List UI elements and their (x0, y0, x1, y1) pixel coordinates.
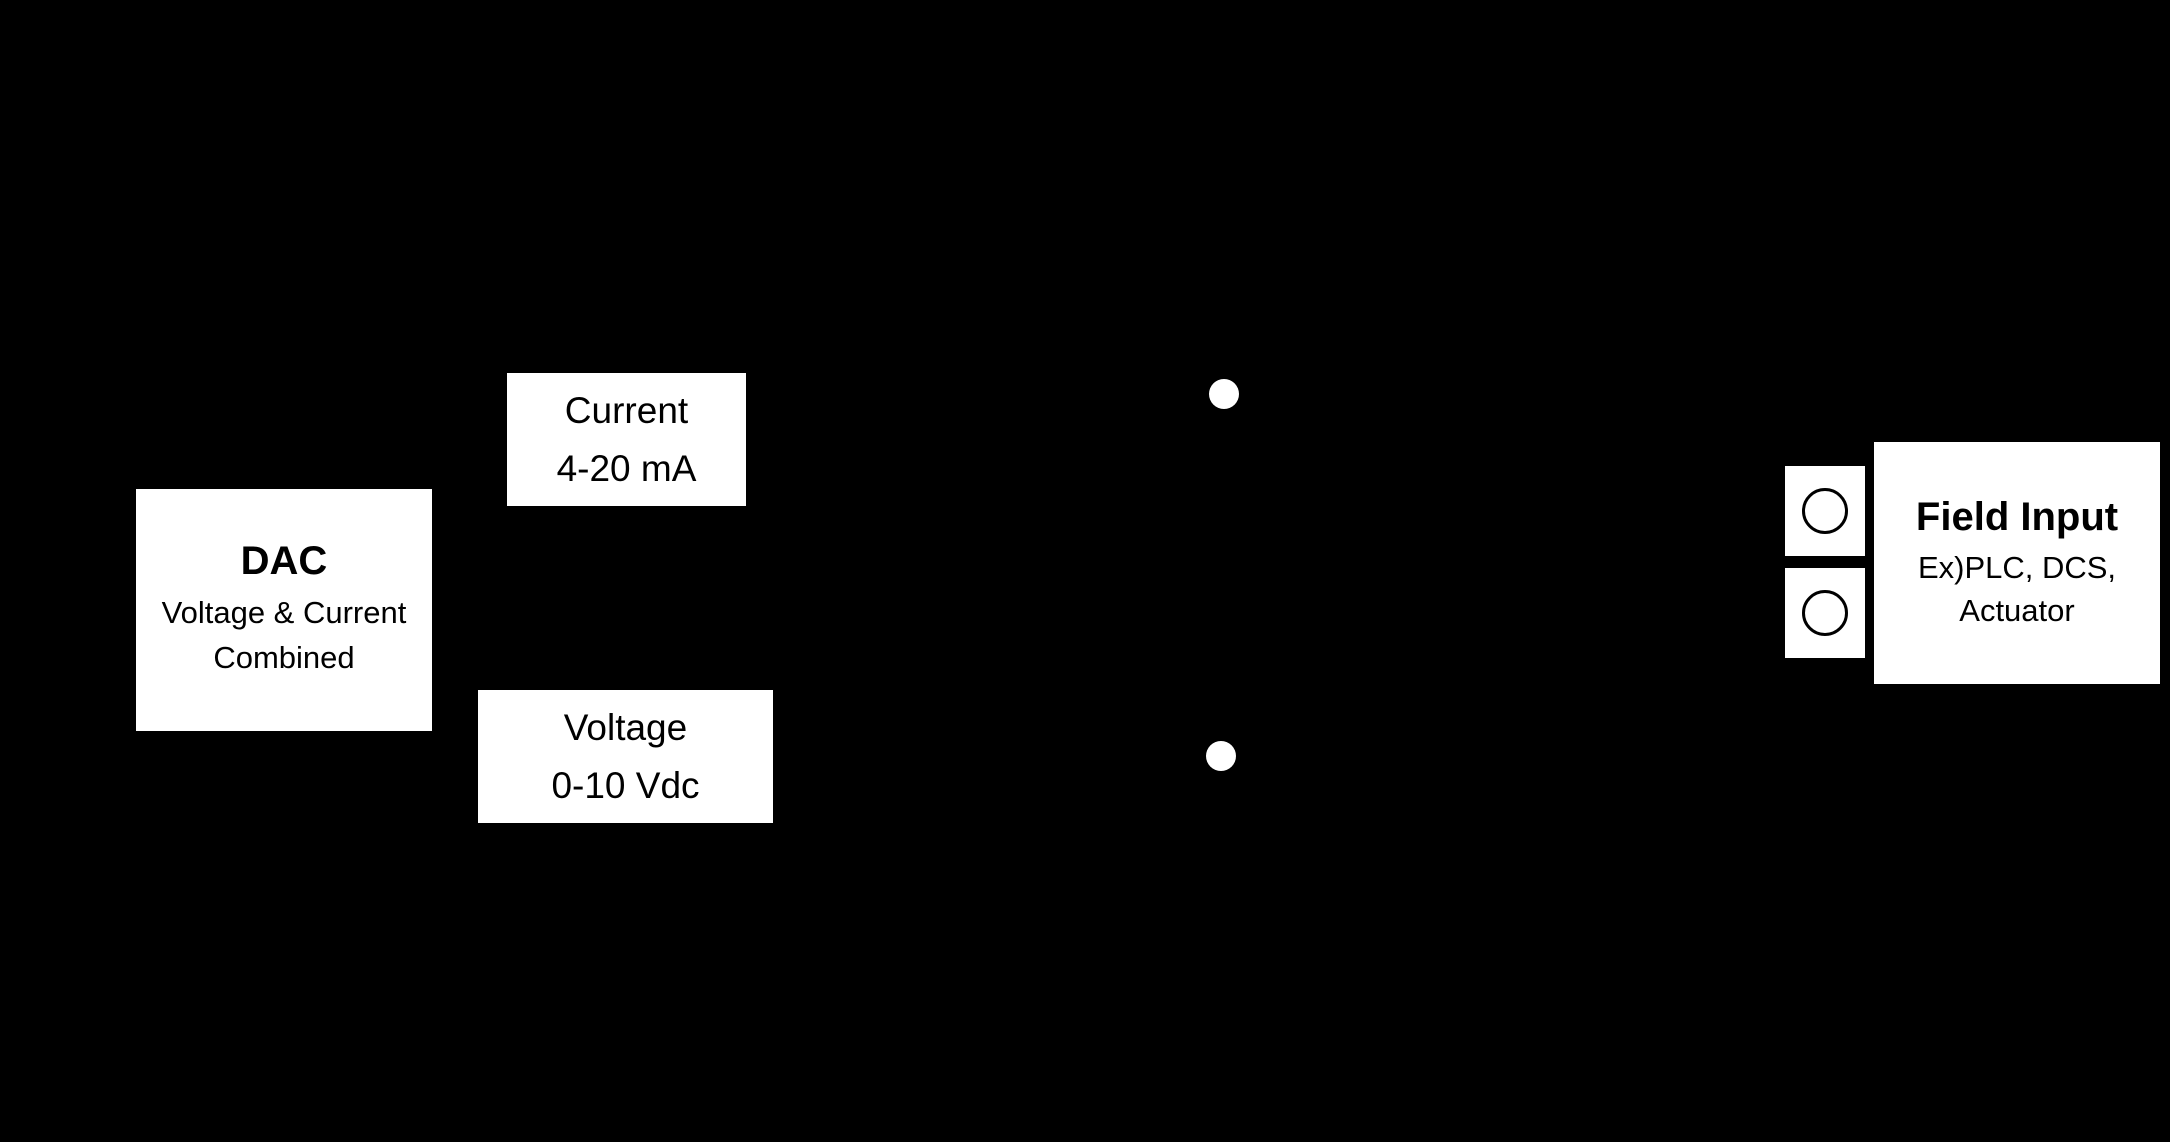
terminal-cell-bottom (1783, 566, 1867, 660)
current-output-box: Current 4-20 mA (505, 371, 748, 508)
field-input-box: Field Input Ex)PLC, DCS, Actuator (1872, 440, 2162, 686)
field-input-title: Field Input (1915, 494, 2119, 539)
dac-subtitle-line2: Combined (213, 640, 355, 675)
voltage-wire-junction-dot-icon (1206, 741, 1236, 771)
dac-subtitle-line1: Voltage & Current (161, 595, 407, 631)
terminal-cell-top (1783, 464, 1867, 558)
current-output-range: 4-20 mA (556, 447, 697, 489)
terminal-block (1783, 464, 1867, 660)
current-wire-junction-dot-icon (1209, 379, 1239, 409)
voltage-output-range: 0-10 Vdc (551, 764, 700, 806)
terminal-screw-bottom-icon (1802, 590, 1848, 636)
current-output-label: Current (564, 390, 689, 432)
dac-title: DAC (240, 539, 328, 584)
voltage-output-label: Voltage (563, 707, 688, 749)
dac-box: DAC Voltage & Current Combined (134, 487, 434, 733)
voltage-output-box: Voltage 0-10 Vdc (476, 688, 775, 825)
field-input-subtitle-line1: Ex)PLC, DCS, (1917, 549, 2117, 585)
terminal-screw-top-icon (1802, 488, 1848, 534)
field-input-subtitle-line2: Actuator (1959, 593, 2075, 628)
